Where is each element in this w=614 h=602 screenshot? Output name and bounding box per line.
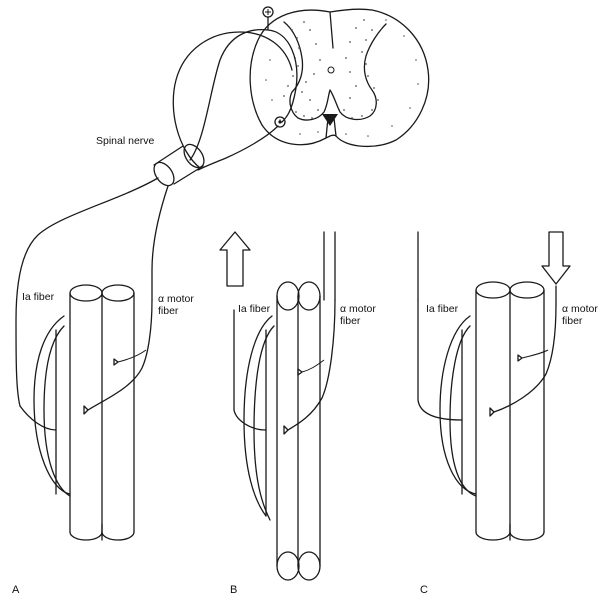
spinal-nerve-bundle xyxy=(153,143,205,187)
panel-a: Ia fiber α motor fiber A xyxy=(12,284,194,596)
motor-neuron-icon xyxy=(274,116,286,128)
panel-b: Ia fiber α motor fiber B xyxy=(219,231,376,596)
spinal-nerve-label: Spinal nerve xyxy=(96,135,155,147)
panel-label-b: B xyxy=(230,584,237,596)
panel-c: Ia fiber α motor fiber C xyxy=(417,231,598,596)
muscle-fiber-pair-stretched xyxy=(276,281,321,581)
reflex-loop xyxy=(172,6,298,171)
alpha-motor-label-c-line1: α motor xyxy=(562,303,598,315)
ia-fiber-label-a: Ia fiber xyxy=(22,291,55,303)
muscle-fiber-pair xyxy=(69,284,135,541)
panel-label-c: C xyxy=(420,584,428,596)
alpha-motor-label-b-line2: fiber xyxy=(340,315,361,327)
panel-label-a: A xyxy=(12,584,20,596)
alpha-motor-label-a-line1: α motor xyxy=(158,293,194,305)
ia-fiber-label-b: Ia fiber xyxy=(238,303,271,315)
alpha-motor-label-b-line1: α motor xyxy=(340,303,376,315)
alpha-motor-label-c-line2: fiber xyxy=(562,315,583,327)
muscle-fiber-pair-contracted xyxy=(475,281,545,541)
contraction-down-arrow-icon xyxy=(541,231,571,285)
stretch-up-arrow-icon xyxy=(219,231,251,287)
ia-fiber-label-c: Ia fiber xyxy=(426,303,459,315)
alpha-motor-label-a-line2: fiber xyxy=(158,305,179,317)
gray-matter-stipple xyxy=(265,19,419,137)
